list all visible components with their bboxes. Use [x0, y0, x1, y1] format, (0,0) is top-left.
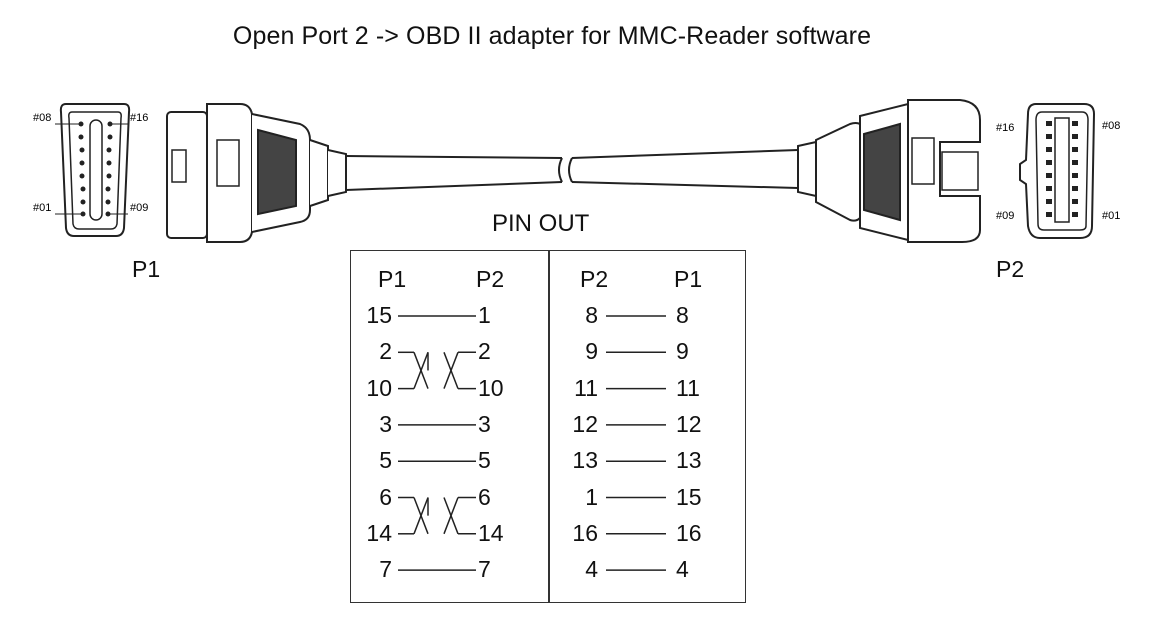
right-pin-a: 9: [585, 338, 598, 365]
left-pin-a: 14: [366, 519, 392, 546]
left-header-b: P2: [476, 266, 505, 292]
right-pin-a: 4: [585, 556, 598, 583]
left-pin-a: 10: [366, 374, 392, 401]
left-pin-b: 14: [478, 519, 504, 546]
left-pin-b: 1: [478, 302, 491, 328]
right-pin-a: 11: [574, 374, 598, 401]
right-pin-b: 12: [676, 410, 702, 437]
p1-plug-body: [166, 103, 347, 243]
right-pin-b: 11: [676, 374, 700, 401]
p2-label: P2: [996, 256, 1025, 282]
pinout-table: [350, 250, 746, 603]
left-pin-a: 3: [379, 410, 392, 437]
p1-pin-label-bottom-right: #09: [130, 202, 148, 214]
table-divider: [548, 251, 550, 602]
left-pin-a: 15: [366, 302, 392, 328]
cable: [345, 149, 799, 191]
right-pin-a: 12: [572, 410, 598, 437]
p1-pin-label-bottom-left: #01: [33, 202, 51, 214]
p1-connector-face: [59, 103, 131, 237]
page-title: Open Port 2 -> OBD II adapter for MMC-Re…: [232, 22, 872, 50]
p2-pin-label-bottom-right: #01: [1102, 210, 1120, 222]
right-pin-a: 8: [585, 302, 598, 328]
p2-plug-body: [797, 99, 981, 243]
right-pin-a: 13: [572, 447, 598, 474]
left-wire: [398, 497, 476, 535]
left-pin-b: 5: [478, 447, 491, 474]
right-pin-b: 15: [676, 483, 702, 510]
left-wire: [398, 496, 476, 535]
left-pin-b: 2: [478, 338, 491, 365]
left-pin-b: 10: [478, 374, 504, 401]
p2-pin-label-top-left: #16: [996, 122, 1014, 134]
p2-pin-label-top-right: #08: [1102, 120, 1120, 132]
right-pin-a: 1: [585, 483, 598, 510]
cable-drawing: #08 #16 #01 #09 #16 #08 #09 #01: [33, 99, 1120, 243]
right-pin-b: 16: [676, 519, 702, 546]
left-pin-b: 7: [478, 556, 491, 583]
p1-label: P1: [132, 256, 161, 282]
right-pin-b: 8: [676, 302, 689, 328]
left-pin-a: 6: [379, 483, 392, 510]
left-wire: [398, 352, 476, 390]
left-pin-b: 3: [478, 410, 491, 437]
left-header-a: P1: [378, 266, 407, 292]
left-pin-b: 6: [478, 483, 491, 510]
right-header-a: P2: [580, 266, 609, 292]
p1-pins: [78, 121, 113, 217]
pinout-title: PIN OUT: [492, 210, 590, 237]
p2-connector-face: [1019, 103, 1096, 239]
p2-pin-label-bottom-left: #09: [996, 210, 1014, 222]
left-pin-a: 2: [379, 338, 392, 365]
p1-pin-label-top-left: #08: [33, 112, 51, 124]
right-pin-a: 16: [572, 519, 598, 546]
right-pin-b: 9: [676, 338, 689, 365]
p2-pins: [1046, 121, 1078, 217]
right-pin-b: 4: [676, 556, 689, 583]
right-pin-b: 13: [676, 447, 702, 474]
left-pin-a: 7: [379, 556, 392, 583]
left-wire: [398, 351, 476, 389]
left-pin-a: 5: [379, 447, 392, 474]
right-header-b: P1: [674, 266, 703, 292]
p1-pin-label-top-right: #16: [130, 112, 148, 124]
p1-pin-leaders: [55, 123, 128, 215]
